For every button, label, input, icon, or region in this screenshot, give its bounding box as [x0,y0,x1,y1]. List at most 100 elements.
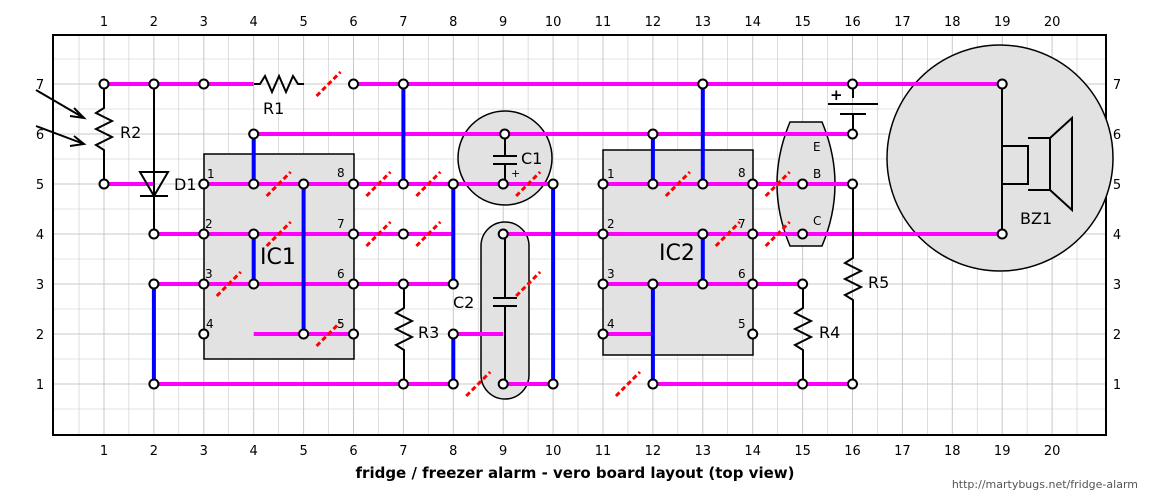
solder-point [397,178,409,190]
solder-point [348,328,359,340]
column-label: 17 [894,15,911,30]
solder-point [198,278,210,290]
solder-point [747,228,759,240]
solder-point [797,178,809,190]
solder-point [647,378,659,390]
solder-point [697,78,709,90]
solder-point [397,278,409,290]
row-label: 3 [36,278,44,293]
column-label: 3 [200,444,208,459]
row-label: 5 [1113,178,1121,193]
r5-label: R5 [868,273,889,292]
solder-point [647,178,659,190]
column-label: 12 [645,15,662,30]
transistor-pin-labels: EBC [813,140,821,228]
row-label: 2 [36,328,44,343]
column-label: 16 [844,15,861,30]
solder-point [597,178,609,190]
ic1-pin-number: 7 [337,217,345,231]
solder-point [348,78,359,90]
row-label: 5 [36,178,44,193]
track-cut [315,70,342,98]
track-cut [764,220,791,248]
solder-point [697,178,709,190]
track-cut [415,170,442,198]
track-cut [664,170,691,198]
solder-point [148,78,160,90]
solder-point [797,228,809,240]
solder-point [198,78,210,90]
row-label: 4 [36,228,44,243]
solder-point [397,78,409,90]
solder-point [248,178,260,190]
r3-label: R3 [418,323,439,342]
track-cut [614,370,642,398]
ic1-pin-number: 3 [205,267,213,281]
column-label: 6 [349,15,357,30]
column-label: 6 [349,444,357,459]
solder-point [597,328,609,340]
track-cut [714,220,741,248]
solder-point [547,178,559,190]
c1-symbol [493,134,517,184]
solder-point [397,378,409,390]
c1-plus-label: + [511,167,520,180]
solder-point [747,178,759,190]
solder-point [298,178,310,190]
solder-point [148,378,160,390]
r1-symbol [254,73,304,95]
track-cut [415,220,442,248]
track-cut [265,170,292,198]
column-label: 15 [794,15,811,30]
ic1-pin-number: 8 [337,166,345,180]
c1-label: C1 [521,149,542,168]
track-cut [215,270,242,298]
column-label: 18 [944,15,961,30]
ldr-arrow-icon [35,89,87,120]
row-label: 1 [36,378,44,393]
battery-plus-label: + [830,86,843,104]
ic2-pin-number: 3 [607,267,615,281]
ic2-pin-number: 6 [738,267,746,281]
solder-point [348,178,359,190]
column-label: 19 [994,444,1011,459]
solder-point [348,228,359,240]
solder-point [647,128,659,140]
ic1-pin-number: 5 [337,317,345,331]
row-label: 4 [1113,228,1121,243]
row-label: 2 [1113,328,1121,343]
track-cut [315,320,342,348]
solder-point [248,278,260,290]
column-label: 7 [399,444,407,459]
column-label: 13 [695,15,712,30]
column-label: 9 [499,444,507,459]
row-label: 1 [1113,378,1121,393]
ic1-pin-number: 2 [205,217,213,231]
ic1-body [203,153,355,360]
column-label: 20 [1044,444,1061,459]
ic1-pin-number: 4 [206,317,214,331]
d1-label: D1 [174,175,197,194]
ic1-pin-number: 6 [337,267,345,281]
column-label: 11 [595,15,612,30]
column-label: 7 [399,15,407,30]
solder-point [996,228,1008,240]
board-outline [52,34,1107,436]
solder-point [797,378,809,390]
buzzer-symbol [1001,84,1073,234]
solder-point [148,278,160,290]
column-label: 18 [944,444,961,459]
row-label: 7 [36,78,44,93]
solder-point [198,228,210,240]
solder-point [198,328,210,340]
column-label: 1 [100,15,108,30]
solder-point [847,128,858,140]
solder-point [747,328,759,340]
transistor-pin-label: B [813,167,821,181]
bz1-body [886,44,1114,272]
track-cut [265,220,292,248]
r3-symbol [393,284,415,384]
